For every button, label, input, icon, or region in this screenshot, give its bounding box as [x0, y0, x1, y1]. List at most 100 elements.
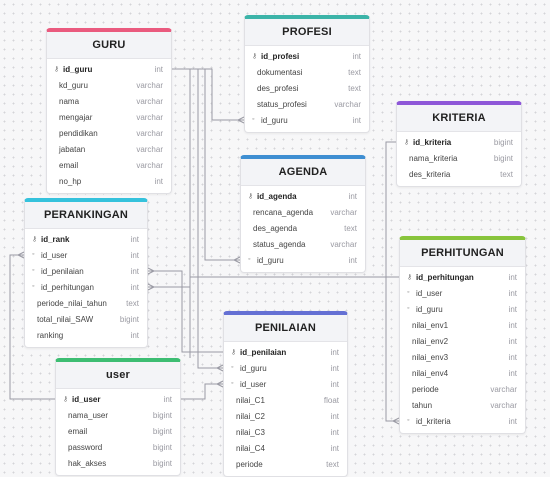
- key-icon: ⚷: [404, 139, 410, 146]
- crows-foot-marker: [147, 267, 156, 275]
- column-type: text: [126, 299, 139, 308]
- table-title: PERANKINGAN: [25, 202, 147, 229]
- column-name: total_nilai_SAW: [37, 315, 94, 324]
- column-type: int: [330, 364, 339, 373]
- column-type: varchar: [334, 100, 361, 109]
- column-type: int: [154, 177, 163, 186]
- column-type: varchar: [330, 240, 357, 249]
- column-name: periode: [236, 460, 263, 469]
- column-name: jabatan: [59, 145, 86, 154]
- column-type: bigint: [152, 411, 172, 420]
- column-type: varchar: [136, 113, 163, 122]
- table-title: PENILAIAN: [224, 315, 347, 342]
- column-type: text: [348, 84, 361, 93]
- table-title: KRITERIA: [397, 105, 521, 132]
- column-type: int: [330, 428, 339, 437]
- column-name: id_kriteria: [416, 417, 451, 426]
- column-name: id_perhitungan: [41, 283, 94, 292]
- column-name: rencana_agenda: [253, 208, 314, 217]
- column-type: int: [508, 353, 517, 362]
- column-name: nama_user: [68, 411, 109, 420]
- column-type: int: [508, 369, 517, 378]
- column-type: text: [344, 224, 357, 233]
- key-icon: ⚷: [407, 274, 413, 281]
- column-name: hak_akses: [68, 459, 107, 468]
- column-name: periode: [412, 385, 439, 394]
- table-title: PROFESI: [245, 19, 369, 46]
- column-type: bigint: [119, 315, 139, 324]
- foreign-key-icon: ◦: [248, 256, 251, 263]
- crows-foot-marker: [236, 116, 245, 124]
- column-name: id_user: [416, 289, 443, 298]
- relationship-line: [148, 270, 223, 353]
- foreign-key-icon: ◦: [252, 116, 255, 123]
- column-type: int: [130, 251, 139, 260]
- column-type: int: [130, 267, 139, 276]
- column-row[interactable]: total_nilai_SAW bigint: [25, 312, 147, 328]
- column-name: id_guru: [257, 256, 284, 265]
- column-type: bigint: [152, 427, 172, 436]
- crows-foot-marker: [215, 364, 224, 372]
- column-row[interactable]: nama_user bigint: [56, 408, 180, 424]
- column-name: id_perhitungan: [416, 273, 474, 282]
- foreign-key-icon: ◦: [407, 289, 410, 296]
